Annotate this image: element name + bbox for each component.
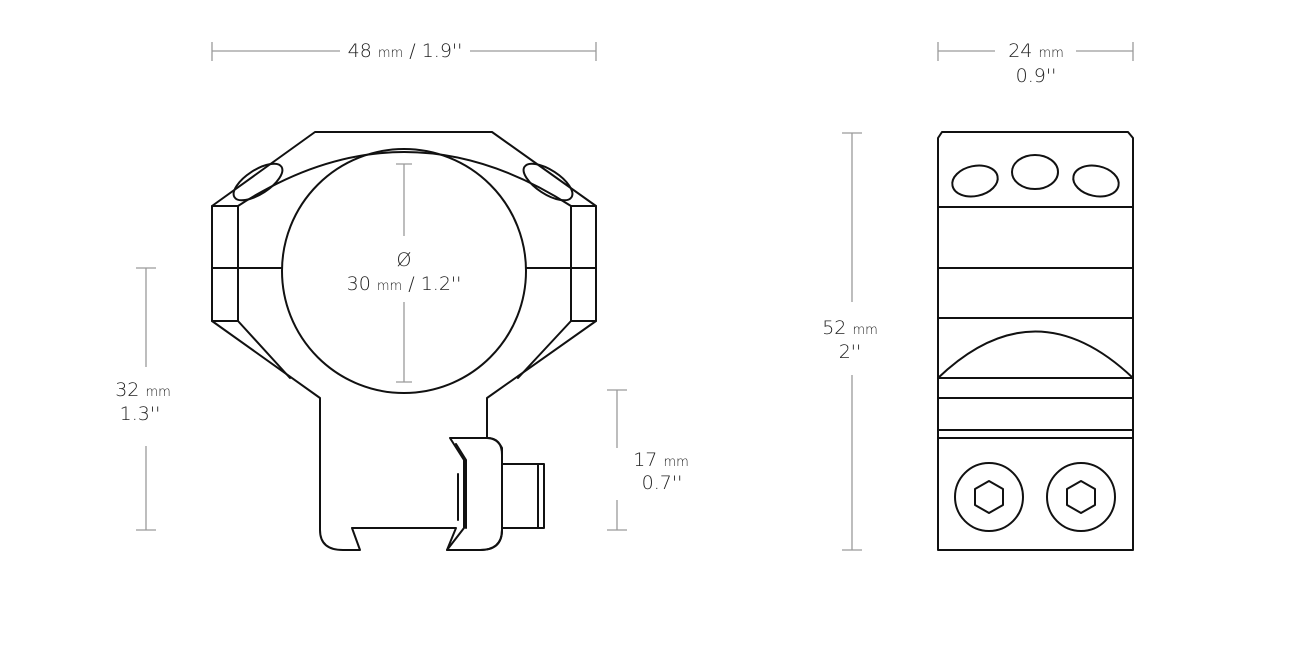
dim-total-height-line-bottom [136, 446, 156, 531]
dim-front-width-line-left [211, 42, 340, 61]
front-cap-outline [211, 131, 597, 269]
label-base-height-inch: 0.7'' [642, 472, 683, 494]
dimension-labels: 48 mm / 1.9'' Ø 30 mm / 1.2'' 32 mm 1.3'… [115, 40, 1064, 494]
label-diameter-symbol: Ø [397, 249, 412, 271]
dim-side-width-line-left [937, 42, 995, 61]
side-cap-screw-2 [1011, 154, 1059, 190]
side-bolt-right [1046, 462, 1116, 532]
dim-side-height-line-bottom [842, 375, 862, 551]
side-bolt-right-hex-icon [1066, 480, 1096, 514]
dim-diameter-line-bottom [396, 302, 412, 383]
side-bolt-left-hex-icon [974, 480, 1004, 514]
label-diameter: 30 mm / 1.2'' [347, 273, 462, 295]
dimension-lines [136, 42, 1134, 551]
dim-side-width-line-right [1076, 42, 1134, 61]
dim-total-height-line-top [136, 267, 156, 367]
dim-side-height-line-top [842, 132, 862, 302]
front-clamp-jaw-inner [455, 443, 467, 529]
label-side-height-inch: 2'' [839, 341, 862, 363]
label-side-height-mm: 52 mm [822, 317, 878, 339]
front-cap-screw-left [232, 162, 284, 202]
label-front-width: 48 mm / 1.9'' [348, 40, 463, 62]
label-base-height-mm: 17 mm [633, 449, 689, 471]
front-lower-chamfer-left [237, 320, 291, 379]
side-view [937, 131, 1134, 551]
front-view [211, 131, 597, 551]
front-cap-arc [237, 151, 572, 207]
dim-base-height-line-top [607, 389, 627, 448]
front-ring-circle [281, 148, 527, 394]
dim-front-width-line-right [470, 42, 597, 61]
side-bolt-left [954, 462, 1024, 532]
front-lower-chamfer-right [517, 320, 572, 379]
label-total-height-mm: 32 mm [115, 379, 171, 401]
side-outline [937, 131, 1134, 551]
side-cap-screw-1 [951, 164, 999, 198]
front-clamp-jaw [446, 437, 503, 551]
dim-diameter-line-top [396, 163, 412, 236]
side-ring-arc [937, 330, 1134, 379]
side-cap-screw-3 [1072, 164, 1120, 198]
dim-base-height-line-bottom [607, 500, 627, 531]
front-cap-screw-right [522, 162, 574, 202]
label-side-width-inch: 0.9'' [1016, 65, 1057, 87]
label-total-height-inch: 1.3'' [120, 403, 161, 425]
front-clamp-bolt [501, 463, 545, 529]
label-side-width-mm: 24 mm [1008, 40, 1064, 62]
